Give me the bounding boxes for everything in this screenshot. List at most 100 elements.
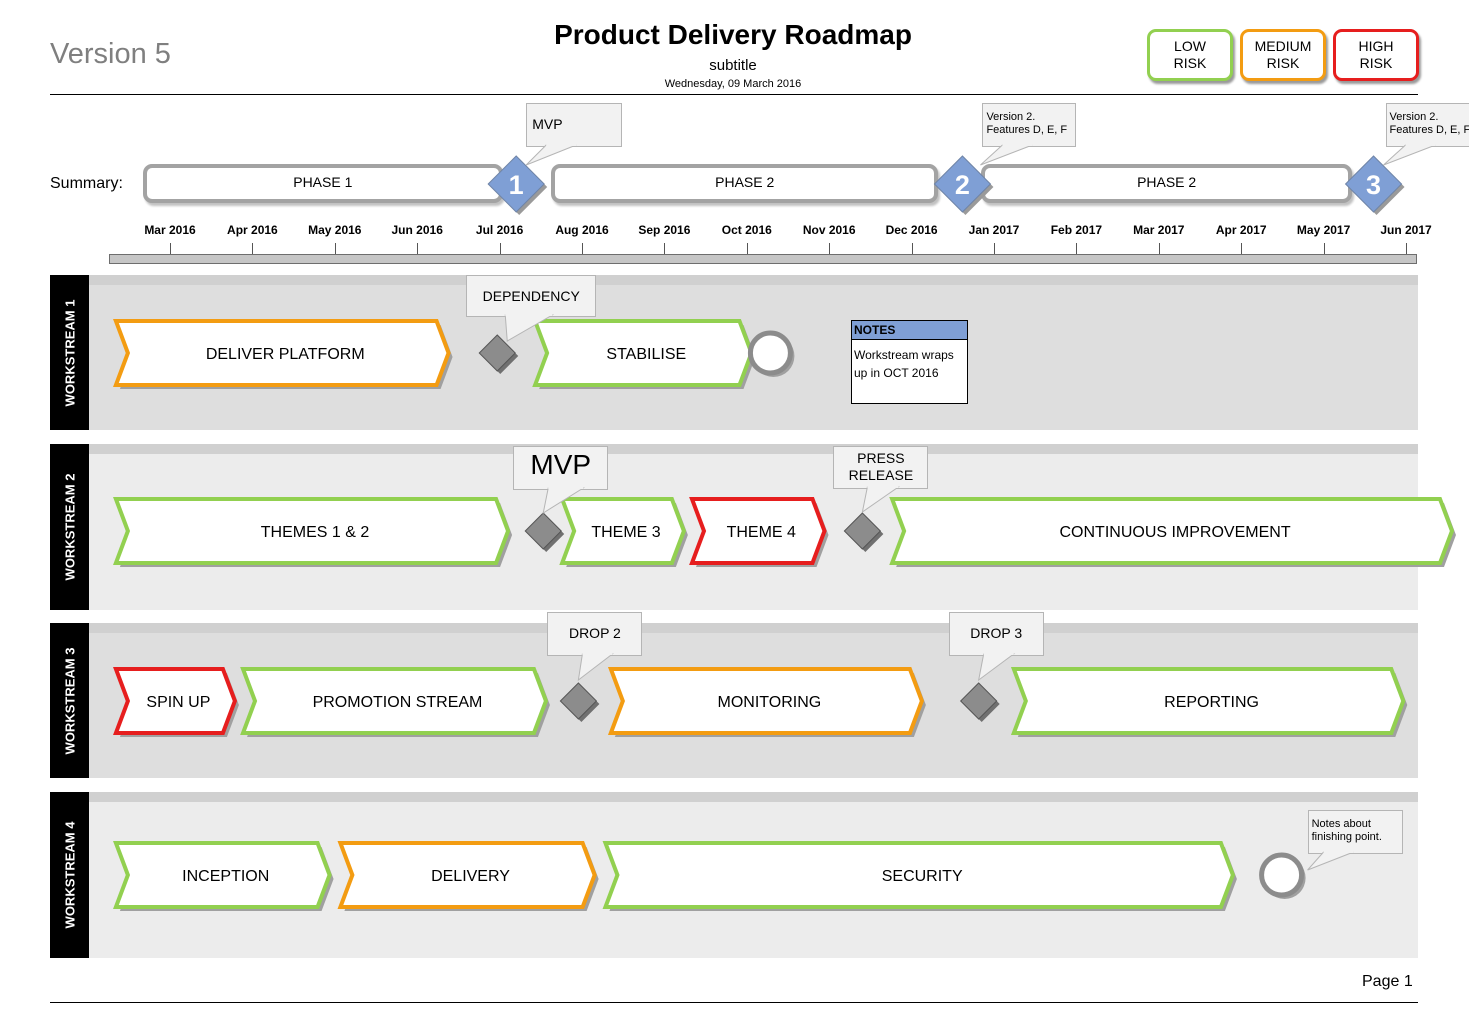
task-label: THEME 3 (591, 524, 660, 541)
task-chevron (113, 497, 511, 565)
month-tick (252, 243, 254, 254)
page-title: Product Delivery Roadmap (554, 19, 912, 50)
task-chevron (689, 497, 827, 565)
month-label: Jan 2017 (968, 223, 1020, 237)
milestone-diamond (843, 512, 882, 550)
page-number: Page 1 (1362, 973, 1413, 990)
workstream-top-strip (89, 623, 1418, 633)
month-label: Oct 2016 (721, 223, 772, 237)
task-label: THEME 4 (727, 524, 796, 541)
task-label: DELIVER PLATFORM (206, 346, 365, 363)
month-tick (664, 243, 666, 254)
summary-callout-mvp-text: MVP (532, 116, 563, 132)
task-chevron (337, 841, 597, 909)
task-label: CONTINUOUS IMPROVEMENT (1059, 524, 1290, 541)
page-date: Wednesday, 09 March 2016 (664, 78, 802, 90)
summary-label: Summary: (50, 175, 123, 192)
milestone-diamond (478, 334, 516, 372)
task-chevron (559, 497, 687, 565)
callout-press-release-text: PRESS RELEASE (848, 450, 914, 483)
version-label: Version 5 (50, 38, 171, 70)
task-label: SECURITY (882, 868, 963, 885)
summary-milestone-2-number: 2 (955, 170, 970, 200)
task-label: THEMES 1 & 2 (261, 524, 370, 541)
callout-drop-2: DROP 2 (547, 612, 643, 656)
callout-finishing-notes: Notes about finishing point. (1307, 810, 1403, 854)
callout-mvp-text: MVP (530, 449, 592, 480)
month-label: Sep 2016 (638, 223, 691, 237)
month-tick (911, 243, 913, 254)
task-chevron (113, 841, 332, 909)
task-label: DELIVERY (431, 868, 510, 885)
month-tick (746, 243, 748, 254)
month-label: Jun 2016 (391, 223, 443, 237)
notes-box: NOTES Workstream wraps up in OCT 2016 (851, 320, 968, 404)
callout-drop-3-pointer (977, 653, 1016, 682)
milestone-diamond (959, 682, 998, 720)
workstream-label: WORKSTREAM 3 (50, 623, 89, 778)
month-tick (417, 243, 419, 254)
callout-finishing-notes-pointer (1307, 851, 1354, 871)
month-tick (334, 243, 336, 254)
month-label: Mar 2016 (144, 223, 196, 237)
summary-callout-mvp: MVP (526, 103, 623, 147)
month-label: Feb 2017 (1050, 223, 1103, 237)
milestone-diamond (559, 682, 598, 720)
month-tick (582, 243, 583, 254)
task-label: REPORTING (1164, 694, 1259, 711)
summary-milestone-1-number: 1 (509, 170, 524, 200)
task-label: SPIN UP (146, 694, 210, 711)
callout-dependency: DEPENDENCY (466, 275, 597, 317)
task-label: PROMOTION STREAM (313, 694, 483, 711)
month-tick (994, 243, 995, 254)
task-label: MONITORING (718, 694, 822, 711)
callout-mvp-pointer (542, 487, 585, 515)
month-tick (1323, 243, 1325, 254)
workstream-label: WORKSTREAM 4 (50, 792, 89, 958)
header-divider (50, 94, 1418, 95)
workstream-label: WORKSTREAM 2 (50, 444, 89, 610)
month-tick (829, 243, 831, 254)
month-label: May 2017 (1296, 223, 1351, 237)
summary-milestone-1 (487, 155, 545, 213)
task-chevron (889, 497, 1455, 565)
workstream-top-strip (89, 792, 1418, 802)
summary-milestone-3 (1344, 155, 1403, 213)
workstream-top-strip (89, 444, 1418, 454)
month-label: Jun 2017 (1380, 223, 1432, 237)
summary-callout-mvp-pointer (525, 144, 577, 166)
callout-drop-3-text: DROP 3 (970, 625, 1023, 641)
milestone-circle (747, 330, 793, 376)
risk-legend-high: HIGH RISK (1333, 29, 1419, 81)
task-chevron (1010, 667, 1406, 735)
task-chevron (113, 667, 238, 735)
month-label: May 2016 (308, 223, 362, 237)
milestone-diamond (524, 512, 562, 550)
notes-title: NOTES (852, 321, 967, 340)
timeline-bar (109, 254, 1417, 264)
summary-callout-v2a-pointer (980, 144, 1033, 166)
milestone-circle (1259, 852, 1305, 898)
month-tick (1158, 243, 1160, 254)
phase-bar-2: PHASE 2 (551, 164, 939, 203)
summary-callout-v2a-text: Version 2. Features D, E, F (986, 111, 1068, 136)
task-chevron (607, 667, 925, 735)
callout-press-release: PRESS RELEASE (833, 446, 929, 489)
footer-divider (50, 1002, 1418, 1003)
page-subtitle: subtitle (709, 57, 757, 74)
workstream-top-strip (89, 275, 1418, 285)
task-label: STABILISE (606, 346, 686, 363)
callout-dependency-text: DEPENDENCY (482, 288, 580, 304)
risk-legend-low: LOW RISK (1147, 29, 1233, 81)
callout-mvp: MVP (513, 446, 609, 490)
task-chevron (113, 319, 451, 387)
month-label: Nov 2016 (802, 223, 856, 237)
month-tick (1076, 243, 1078, 254)
month-label: Jul 2016 (475, 223, 524, 237)
summary-callout-v2a: Version 2. Features D, E, F (982, 103, 1077, 147)
task-chevron (532, 319, 754, 387)
month-tick (499, 243, 501, 254)
